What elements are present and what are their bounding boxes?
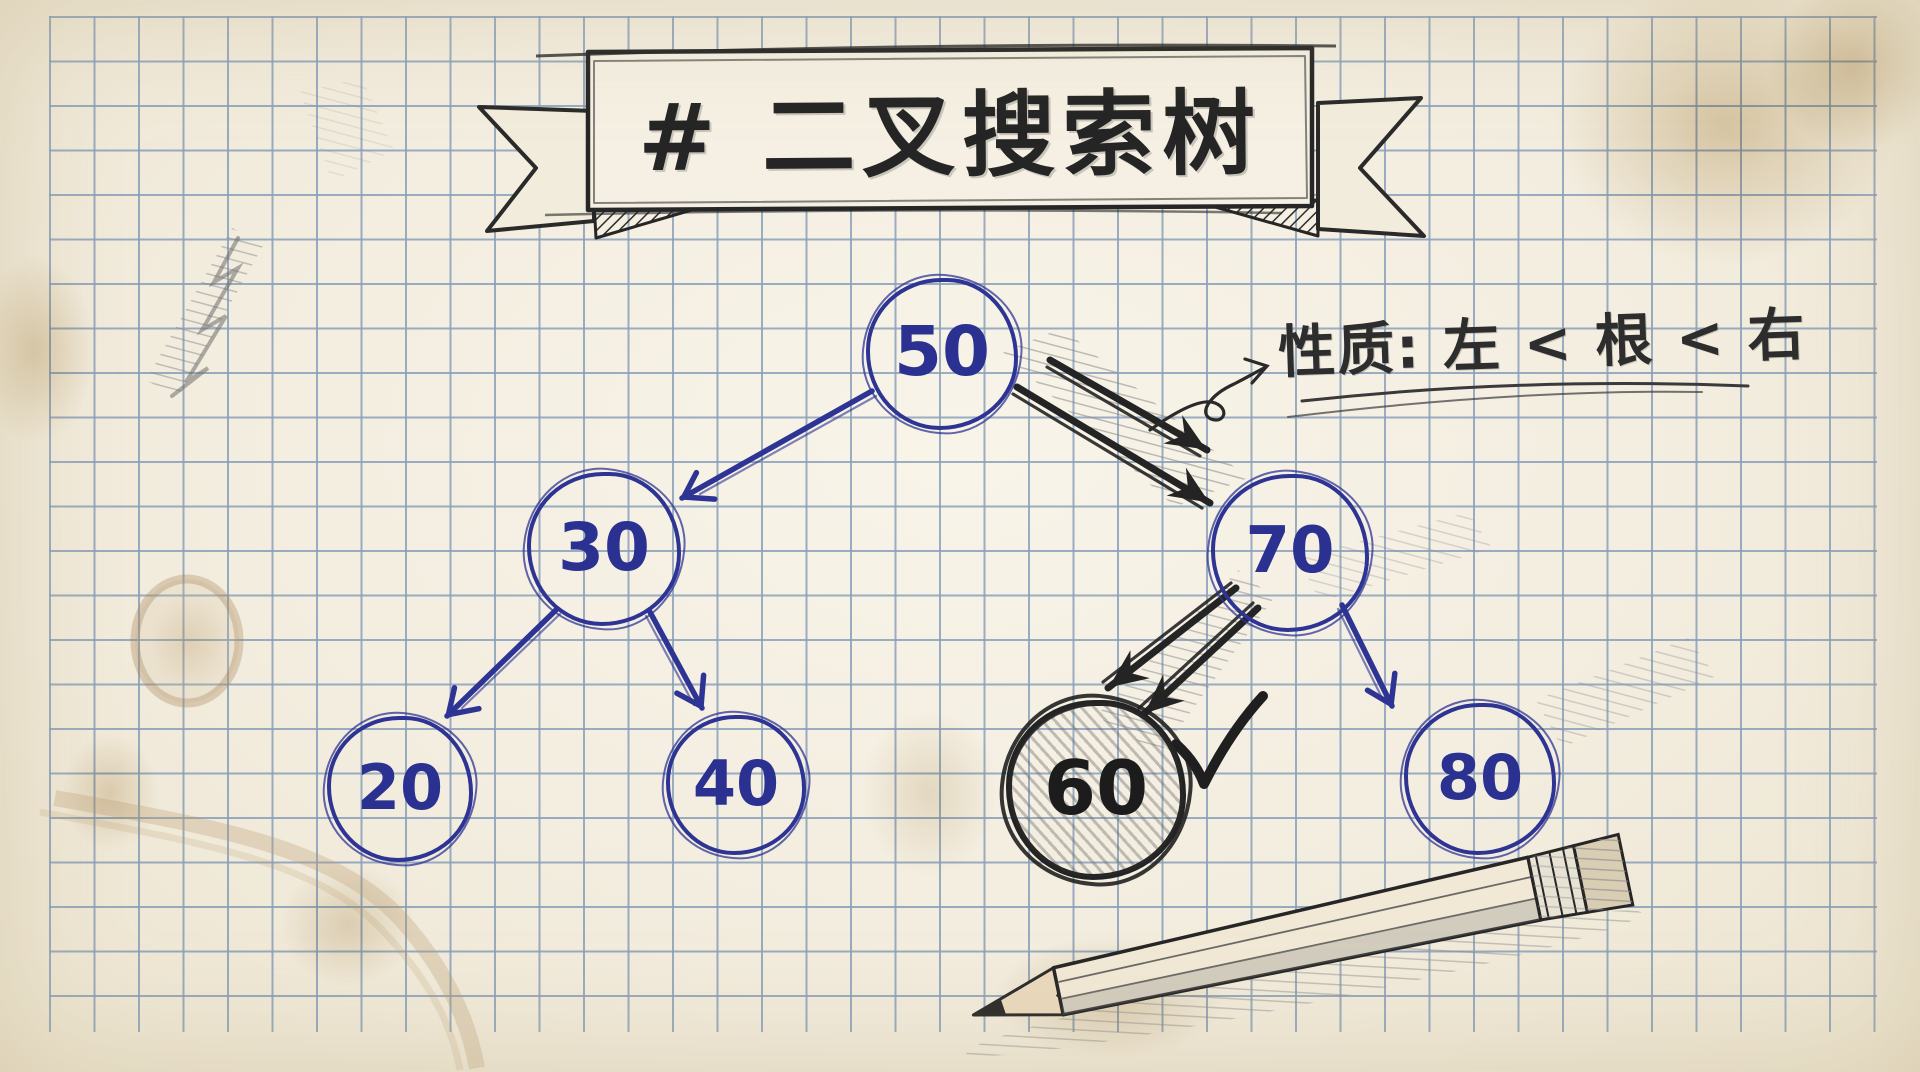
tree-node-50: 50 (866, 278, 1018, 430)
tree-node-30: 30 (527, 472, 681, 626)
ribbon-banner (477, 43, 1426, 240)
checkmark-icon (1171, 691, 1268, 789)
coffee-ring-stain (39, 574, 485, 1071)
tree-node-40: 40 (666, 715, 806, 855)
node-value: 30 (558, 508, 650, 586)
tree-edges-blue (444, 388, 1398, 719)
tree-node-80: 80 (1404, 703, 1556, 855)
node-value: 40 (692, 746, 780, 820)
node-value: 80 (1436, 740, 1524, 814)
pencil-icon (965, 832, 1642, 1057)
node-value: 60 (1043, 744, 1149, 832)
node-value: 70 (1245, 514, 1335, 588)
tree-node-20: 20 (327, 716, 473, 862)
search-path-arrows (1011, 356, 1262, 718)
curved-arrow-icon (1148, 357, 1270, 432)
annotation-underline (1287, 382, 1750, 418)
tree-node-70: 70 (1211, 474, 1369, 632)
node-value: 20 (356, 750, 444, 824)
tree-node-60-found: 60 (1006, 700, 1186, 880)
node-value: 50 (893, 312, 991, 392)
page-title: # 二叉搜索树 (637, 79, 1263, 192)
